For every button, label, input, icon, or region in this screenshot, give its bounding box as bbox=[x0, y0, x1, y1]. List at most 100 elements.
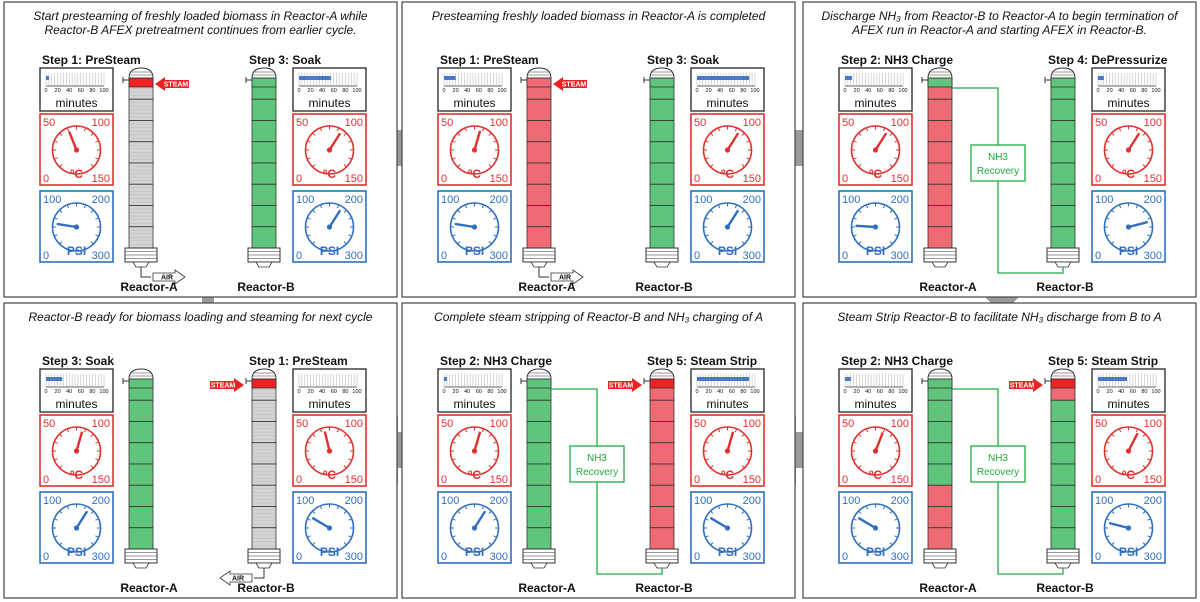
gauge-tick bbox=[858, 465, 862, 469]
gauge-tick bbox=[1142, 465, 1146, 469]
gauge-tick bbox=[889, 241, 893, 245]
gauge-label: 100 bbox=[743, 418, 761, 430]
timer-tick-label: 0 bbox=[843, 88, 846, 94]
gauge-label: 100 bbox=[441, 495, 459, 507]
timer-tick-label: 60 bbox=[729, 88, 735, 94]
reactor-column bbox=[122, 368, 158, 569]
process-panel: Start presteaming of freshly loaded biom… bbox=[3, 1, 398, 298]
gauge-needle bbox=[857, 517, 877, 530]
gauge-tick bbox=[54, 535, 58, 538]
gauge-tick bbox=[858, 542, 862, 546]
timer-tick-label: 100 bbox=[352, 389, 361, 395]
gauge-unit: PSI bbox=[320, 244, 339, 258]
gauge-needle bbox=[311, 517, 331, 530]
gauge-tick bbox=[705, 535, 709, 538]
gauge-tick bbox=[348, 518, 352, 521]
gauge-tick bbox=[889, 132, 893, 136]
gauge-tick bbox=[90, 164, 94, 168]
reactor-segment bbox=[251, 141, 277, 164]
reactor-top-band bbox=[128, 77, 154, 88]
steam-label: STEAM bbox=[562, 82, 587, 89]
gauge-tick bbox=[1111, 510, 1115, 514]
reactor-segment bbox=[251, 120, 277, 143]
panel-caption: AFEX run in Reactor-A and starting AFEX … bbox=[851, 23, 1147, 37]
gauge-label: 50 bbox=[43, 418, 55, 430]
gauge-tick bbox=[488, 209, 492, 213]
gauge-tick bbox=[493, 140, 497, 143]
gauge-label: 50 bbox=[1095, 418, 1107, 430]
timer-tick-label: 0 bbox=[44, 389, 47, 395]
reactor-segment bbox=[927, 463, 953, 486]
gauge-tick bbox=[95, 441, 99, 444]
gauge-tick bbox=[95, 217, 99, 220]
reactor-a-label: Reactor-A bbox=[919, 280, 977, 294]
gauge-needle bbox=[75, 510, 88, 530]
gauge-unit: ºC bbox=[70, 167, 83, 181]
reactor-top-band bbox=[1050, 378, 1076, 389]
panel-caption: Reactor-B AFEX pretreatment continues fr… bbox=[44, 23, 356, 37]
gauge-tick bbox=[312, 465, 316, 469]
air-arrow bbox=[219, 570, 253, 586]
gauge-tick bbox=[1147, 518, 1151, 521]
gauge-label: 150 bbox=[1144, 474, 1162, 486]
reactor-a-label: Reactor-A bbox=[120, 581, 178, 595]
air-line bbox=[254, 568, 265, 579]
air-label: AIR bbox=[559, 275, 571, 282]
timer-tick-label: 0 bbox=[442, 88, 445, 94]
left-step-label: Step 2: NH3 Charge bbox=[440, 354, 552, 368]
gauge-label: 0 bbox=[441, 474, 447, 486]
gauge-tick bbox=[457, 433, 461, 437]
air-arrow bbox=[550, 269, 584, 285]
reactor-segment bbox=[1050, 98, 1076, 121]
gauge-tick bbox=[54, 441, 58, 444]
reactor-segment bbox=[526, 162, 552, 185]
steam-label: STEAM bbox=[211, 383, 236, 390]
gauge-label: 150 bbox=[92, 474, 110, 486]
timer-progress-bar bbox=[1098, 377, 1127, 381]
steam-arrow bbox=[553, 77, 587, 91]
timer-progress-bar bbox=[1098, 76, 1104, 80]
gauge-tick bbox=[882, 127, 886, 132]
reactor-segment bbox=[1050, 183, 1076, 206]
gauge-needle bbox=[1108, 522, 1130, 530]
reactor-segment bbox=[1050, 484, 1076, 507]
reactor-segment bbox=[927, 527, 953, 550]
gauge-label: 0 bbox=[1095, 551, 1101, 563]
gauge-needle bbox=[473, 130, 482, 152]
gauge-label: 100 bbox=[743, 117, 761, 129]
reactor-segment bbox=[526, 98, 552, 121]
reactor-column bbox=[122, 67, 158, 268]
reactor-segment bbox=[251, 162, 277, 185]
gauge-tick bbox=[348, 140, 352, 143]
gauge-hub bbox=[724, 147, 731, 153]
gauge-tick bbox=[746, 217, 750, 220]
recovery-line bbox=[997, 482, 1064, 575]
gauge-tick bbox=[1142, 433, 1146, 437]
gauge-tick bbox=[1111, 241, 1115, 245]
gauge-tick bbox=[894, 535, 898, 538]
gauge-tick bbox=[858, 164, 862, 168]
gauge-needle bbox=[874, 132, 887, 152]
gauge-label: 50 bbox=[441, 117, 453, 129]
gauge-tick bbox=[90, 241, 94, 245]
right-step-label: Step 4: DePressurize bbox=[1048, 53, 1168, 67]
gauge-tick bbox=[894, 441, 898, 444]
gauge-tick bbox=[307, 458, 311, 461]
gauge-unit: ºC bbox=[323, 468, 336, 482]
timer-tick-label: 0 bbox=[695, 389, 698, 395]
reactor-top-band bbox=[526, 77, 552, 88]
gauge-label: 150 bbox=[1144, 173, 1162, 185]
gauge-tick bbox=[307, 518, 311, 521]
gauge-tick bbox=[894, 458, 898, 461]
timer-tick-label: 60 bbox=[877, 88, 883, 94]
timer-tick-label: 100 bbox=[750, 389, 759, 395]
air-label: AIR bbox=[161, 275, 173, 282]
gauge-tick bbox=[66, 127, 70, 132]
gauge-tick bbox=[1106, 518, 1110, 521]
timer-tick-label: 20 bbox=[1107, 389, 1113, 395]
right-step-label: Step 3: Soak bbox=[647, 53, 719, 67]
